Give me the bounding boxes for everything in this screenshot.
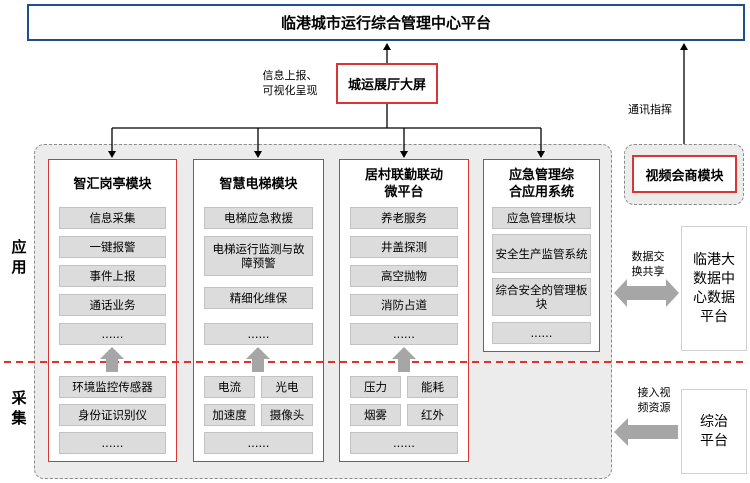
- module-item: 安全生产监管系统: [492, 234, 591, 273]
- video-module-title: 视频会商模块: [645, 168, 724, 184]
- module-item: 消防占道: [350, 294, 458, 316]
- module-item: 应急管理板块: [492, 207, 591, 229]
- sensor-item: ......: [350, 432, 458, 454]
- module-item: 电梯应急救援: [204, 207, 313, 229]
- sensor-item: ......: [59, 432, 166, 454]
- sensor-item: 身份证识别仪: [59, 404, 166, 426]
- sensor-item: 红外: [407, 404, 458, 426]
- layer-label-application: 应 用: [11, 238, 27, 276]
- left-arrow-video-access: [614, 418, 678, 446]
- module-title: 智慧电梯模块: [219, 177, 298, 192]
- module-item: 一键报警: [59, 236, 166, 258]
- module-item: 通话业务: [59, 294, 166, 316]
- video-module-box: 视频会商模块: [632, 155, 737, 193]
- big-screen-title: 城运展厅大屏: [347, 78, 426, 93]
- sensor-item: 压力: [350, 376, 401, 398]
- double-arrow-data-exchange: [614, 279, 679, 307]
- module-item: 井盖探测: [350, 236, 458, 258]
- sensor-item: 能耗: [407, 376, 458, 398]
- module-item: 事件上报: [59, 265, 166, 287]
- module-title: 应急管理综 合应用系统: [508, 168, 574, 200]
- module-title: 居村联勤联动 微平台: [364, 168, 443, 200]
- sensor-item: 光电: [261, 376, 313, 398]
- bigdata-platform-box: 临港大 数据中 心数据 平台: [681, 226, 747, 351]
- up-arrow-module-3: [392, 347, 416, 372]
- module-item: ......: [492, 322, 591, 344]
- sensor-item: 烟雾: [350, 404, 401, 426]
- comm-command-label: 通讯指挥: [628, 103, 672, 116]
- module-item: ......: [350, 323, 458, 345]
- access-video-label: 接入视 频资源: [637, 386, 671, 414]
- sensor-item: 加速度: [204, 404, 255, 426]
- top-platform-title: 临港城市运行综合管理中心平台: [280, 14, 491, 32]
- layer-label-collection: 采 集: [11, 389, 27, 427]
- module-village-platform: 居村联勤联动 微平台 养老服务 井盖探测 高空抛物 消防占道 ...... 压力…: [339, 159, 469, 462]
- big-screen-box: 城运展厅大屏: [336, 63, 438, 104]
- module-smart-kiosk: 智汇岗亭模块 信息采集 一键报警 事件上报 通话业务 ...... 环境监控传感…: [48, 159, 177, 462]
- data-exchange-label: 数据交 换共享: [631, 250, 665, 278]
- sensor-item: 电流: [204, 376, 255, 398]
- module-item: 信息采集: [59, 207, 166, 229]
- sensor-item: ......: [204, 432, 313, 454]
- zongzhi-platform-box: 综治 平台: [681, 389, 747, 474]
- info-report-label: 信息上报、 可视化呈现: [262, 69, 318, 97]
- sensor-item: 环境监控传感器: [59, 376, 166, 398]
- top-platform-box: 临港城市运行综合管理中心平台: [27, 4, 745, 41]
- up-arrow-module-2: [246, 347, 270, 372]
- module-item: 高空抛物: [350, 265, 458, 287]
- module-item: 精细化维保: [204, 287, 313, 309]
- module-emergency-system: 应急管理综 合应用系统 应急管理板块 安全生产监管系统 综合安全的管理板块 ..…: [483, 159, 600, 352]
- up-arrow-module-1: [100, 347, 124, 372]
- module-item: 综合安全的管理板块: [492, 278, 591, 316]
- module-item: 电梯运行监测与故障预警: [204, 236, 313, 276]
- module-smart-elevator: 智慧电梯模块 电梯应急救援 电梯运行监测与故障预警 精细化维保 ...... 电…: [193, 159, 324, 462]
- module-item: ......: [59, 323, 166, 345]
- module-item: 养老服务: [350, 207, 458, 229]
- module-title: 智汇岗亭模块: [73, 177, 152, 192]
- sensor-item: 摄像头: [261, 404, 313, 426]
- module-item: ......: [204, 323, 313, 345]
